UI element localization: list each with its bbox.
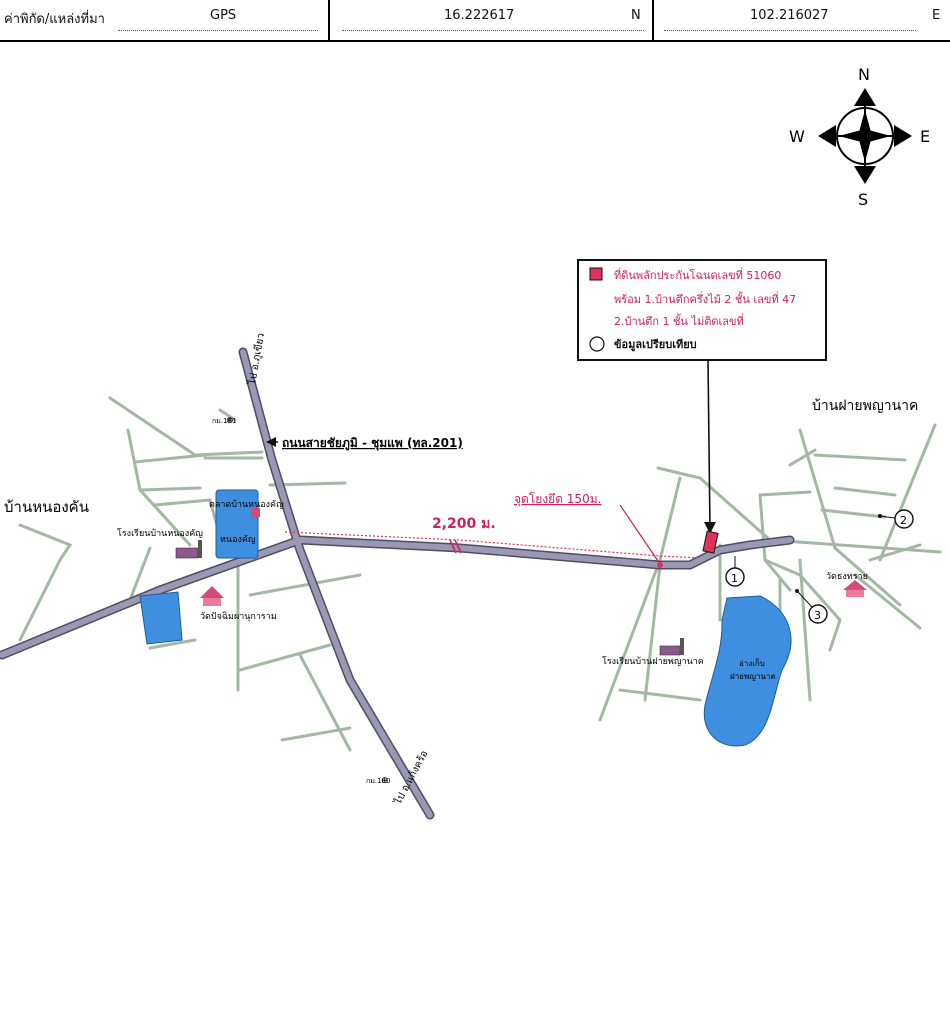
temple-left-icon <box>200 586 224 606</box>
legend-box: ที่ดินพลักประกันโฉนดเลขที่ 51060 พร้อม 1… <box>577 259 827 534</box>
gps-source-cell <box>0 0 330 40</box>
svg-text:1: 1 <box>731 572 738 585</box>
school-right-icon <box>659 638 684 656</box>
road-name-label: ถนนสายชัยภูมิ - ชุมแพ (ทล.201) <box>282 436 463 451</box>
gps-latitude-cell <box>330 0 654 40</box>
compass-east-label: E <box>920 127 930 146</box>
km180-label: กม.180 <box>366 777 390 785</box>
gps-longitude-suffix: E <box>932 8 941 23</box>
pond-left-label: หนองคัญ <box>220 535 256 545</box>
legend-comparison-circle <box>589 336 605 352</box>
school-left-icon <box>175 540 202 559</box>
gps-coordinate-bar: ค่าพิกัด/แหล่งที่มา GPS 16.222617 N 102.… <box>0 0 950 44</box>
compass-west-label: W <box>789 127 805 146</box>
legend-subject-line3: 2.บ้านตึก 1 ชั้น ไม่ติดเลขที่ <box>614 313 744 328</box>
km181-marker-icon: ⊕ <box>226 416 234 426</box>
village-left-label: บ้านหนองคัน <box>4 498 89 516</box>
legend-subject-line1: ที่ดินพลักประกันโฉนดเลขที่ 51060 <box>614 267 781 282</box>
gps-source-dotline <box>118 30 318 31</box>
comparison-marker-1: 1 <box>725 556 745 587</box>
gps-source-value: GPS <box>210 8 237 23</box>
legend-pointer-line <box>707 359 711 531</box>
subject-property-marker <box>702 530 719 554</box>
school-left-label: โรงเรียนบ้านหนองคัญ <box>117 528 203 539</box>
gps-latitude-dotline <box>342 30 644 31</box>
pond-left <box>139 591 183 645</box>
gps-bar-bottom-border <box>0 40 950 42</box>
legend-subject-line2: พร้อม 1.บ้านตึกครึ่งไม้ 2 ชั้น เลขที่ 47 <box>614 291 796 306</box>
reservoir-fai-phaya-nak <box>703 595 792 747</box>
comparison-marker-3: 3 <box>795 589 828 624</box>
temple-right-label: วัดธงทราย <box>826 572 868 582</box>
school-right-label: โรงเรียนบ้านฝายพญานาค <box>602 656 704 667</box>
comparison-marker-2: 2 <box>878 509 914 529</box>
distance-break-mark <box>449 539 457 554</box>
distance-label: 2,200 ม. <box>432 516 496 532</box>
compass-north-label: N <box>858 65 870 84</box>
gps-longitude-value: 102.216027 <box>750 8 829 23</box>
distance-break-mark-2 <box>454 539 462 554</box>
gps-longitude-dotline <box>664 30 916 31</box>
compass-rose: N S E W <box>789 65 930 209</box>
village-right-label: บ้านฝายพญานาค <box>812 398 918 414</box>
main-roads <box>0 347 795 820</box>
compass-south-label: S <box>858 190 868 209</box>
junction-point <box>657 562 663 568</box>
svg-text:3: 3 <box>814 609 821 622</box>
junction-label: จุดโยงยึด 150ม. <box>514 492 601 507</box>
pond-nong-khan <box>215 489 259 559</box>
market-icon <box>251 508 260 517</box>
road-name-callout: ถนนสายชัยภูมิ - ชุมแพ (ทล.201) <box>266 436 463 451</box>
gps-latitude-value: 16.222617 <box>444 8 515 23</box>
legend-subject-swatch <box>589 267 603 281</box>
gps-source-label: ค่าพิกัด/แหล่งที่มา <box>4 12 105 27</box>
location-map: N S E W ที่ดินพลักประกันโฉนดเลขที่ 51060… <box>0 65 942 820</box>
reservoir-label-line2: ฝายพญานาค <box>730 672 776 681</box>
market-label: ตลาดบ้านหนองคัญ <box>209 499 284 510</box>
junction-pointer <box>619 504 661 565</box>
reservoir-label-line1: อ่างเก็บ <box>739 658 765 668</box>
temple-left-label: วัดปัจฉิมผานุการาม <box>200 611 277 622</box>
km181-label: กม.181 <box>212 417 236 425</box>
temple-right-icon <box>843 580 867 597</box>
minor-roads-right <box>598 423 942 722</box>
km180-marker-icon: ⊕ <box>381 776 389 786</box>
legend-comparison-label: ข้อมูลเปรียบเทียบ <box>614 338 697 352</box>
gps-latitude-suffix: N <box>631 8 641 23</box>
legend-pointer-arrowhead <box>704 522 716 534</box>
svg-text:2: 2 <box>900 514 907 527</box>
